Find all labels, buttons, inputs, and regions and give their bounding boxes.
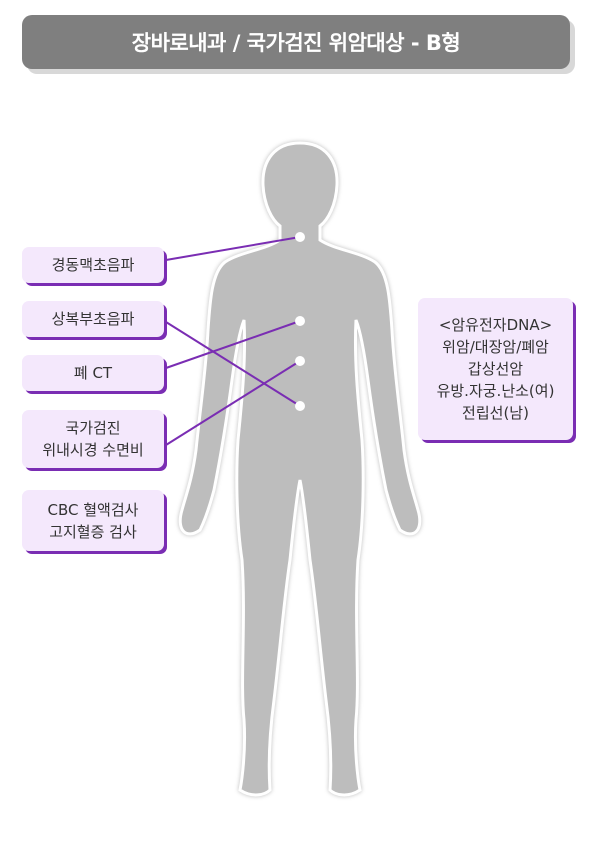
label-text: 유방.자궁.난소(여)	[436, 382, 555, 400]
point-marker	[295, 232, 305, 242]
label-text: 폐 CT	[73, 364, 113, 382]
label-text: CBC 혈액검사	[47, 500, 139, 519]
label-text: 위내시경 수면비	[42, 441, 144, 459]
connector-line	[165, 360, 301, 446]
label-carotid-ultrasound: 경동맥초음파	[22, 247, 164, 283]
label-text: 상복부초음파	[51, 310, 135, 328]
label-cancer-dna: <암유전자DNA> 위암/대장암/폐암 갑상선암 유방.자궁.난소(여) 전립선…	[418, 298, 573, 440]
label-text: 고지혈증 검사	[49, 522, 137, 541]
label-text: 위암/대장암/폐암	[442, 338, 549, 356]
connector-line	[165, 320, 301, 369]
point-marker	[295, 356, 305, 366]
label-text: 갑상선암	[467, 360, 524, 378]
label-text: 국가검진	[65, 419, 121, 437]
label-text: <암유전자DNA>	[438, 316, 553, 334]
connector-line	[165, 236, 301, 261]
page-title: 장바로내과 / 국가검진 위암대상 - B형	[22, 15, 570, 69]
point-marker	[295, 316, 305, 326]
label-abdominal-ultrasound: 상복부초음파	[22, 301, 164, 337]
label-text: 경동맥초음파	[51, 256, 135, 274]
connector-line	[165, 321, 301, 407]
human-silhouette	[178, 141, 422, 797]
label-lung-ct: 폐 CT	[22, 355, 164, 391]
point-marker	[295, 401, 305, 411]
label-text: 전립선(남)	[462, 404, 529, 422]
